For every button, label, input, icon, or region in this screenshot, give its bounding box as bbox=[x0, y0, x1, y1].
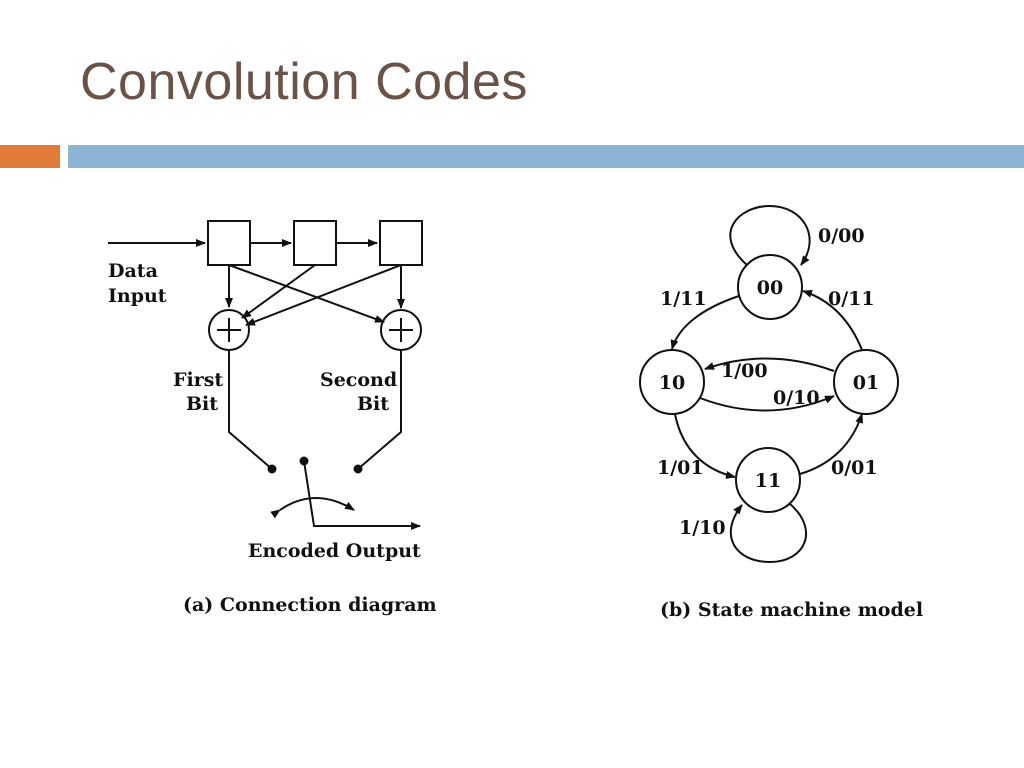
first-bit-label-2: Bit bbox=[186, 393, 218, 415]
first-bit-wire bbox=[228, 350, 273, 470]
transition-11-to-01 bbox=[799, 413, 864, 475]
accent-bar-blue bbox=[68, 145, 1024, 168]
label-s10-to-11: 1/01 bbox=[657, 457, 704, 479]
label-s01-to-10: 1/00 bbox=[721, 360, 768, 382]
transition-01-to-00 bbox=[802, 290, 863, 351]
data-input-label-1: Data bbox=[108, 260, 158, 282]
tap-line bbox=[228, 264, 385, 323]
state-10 bbox=[639, 349, 705, 415]
state-00-label: 00 bbox=[757, 277, 783, 299]
label-s01-to-00: 0/11 bbox=[828, 288, 875, 310]
tap-line bbox=[241, 264, 316, 319]
state-00 bbox=[737, 254, 803, 320]
switch-contact-second bbox=[353, 464, 363, 474]
transition-01-to-10 bbox=[704, 357, 835, 372]
state-01 bbox=[833, 349, 899, 415]
second-bit-wire bbox=[357, 350, 402, 470]
label-s10-to-01: 0/10 bbox=[773, 387, 820, 409]
label-s00-to-10: 1/11 bbox=[660, 288, 707, 310]
label-s11-self: 1/10 bbox=[679, 517, 726, 539]
transition-00-to-10 bbox=[670, 295, 740, 350]
encoded-output-label: Encoded Output bbox=[248, 540, 421, 562]
slide-title: Convolution Codes bbox=[80, 53, 528, 111]
label-s00-self: 0/00 bbox=[818, 225, 865, 247]
second-bit-label-1: Second bbox=[320, 369, 397, 391]
state-11-label: 11 bbox=[755, 470, 781, 492]
register-box-3 bbox=[379, 220, 423, 266]
first-bit-label-1: First bbox=[173, 369, 223, 391]
state-11 bbox=[735, 447, 801, 513]
state-machine-diagram bbox=[639, 204, 899, 564]
tap-line bbox=[245, 264, 402, 326]
state-10-label: 10 bbox=[659, 372, 685, 394]
data-input-label-2: Input bbox=[108, 285, 167, 307]
register-box-1 bbox=[207, 220, 251, 266]
transition-10-to-01 bbox=[699, 395, 835, 412]
switch-contact-first bbox=[267, 464, 277, 474]
state-01-label: 01 bbox=[853, 372, 879, 394]
accent-bar-orange bbox=[0, 145, 60, 168]
second-bit-label-2: Bit bbox=[357, 393, 389, 415]
state-machine-caption: (b) State machine model bbox=[660, 599, 923, 621]
connection-diagram bbox=[108, 220, 423, 530]
register-box-2 bbox=[293, 220, 337, 266]
connection-diagram-caption: (a) Connection diagram bbox=[183, 594, 437, 616]
label-s11-to-01: 0/01 bbox=[831, 457, 878, 479]
transition-10-to-11 bbox=[674, 413, 736, 479]
encoded-output-arrow bbox=[303, 460, 421, 530]
transition-11-self bbox=[729, 503, 808, 564]
transition-00-self bbox=[729, 204, 811, 266]
switch-rotation-arrow bbox=[270, 497, 355, 519]
